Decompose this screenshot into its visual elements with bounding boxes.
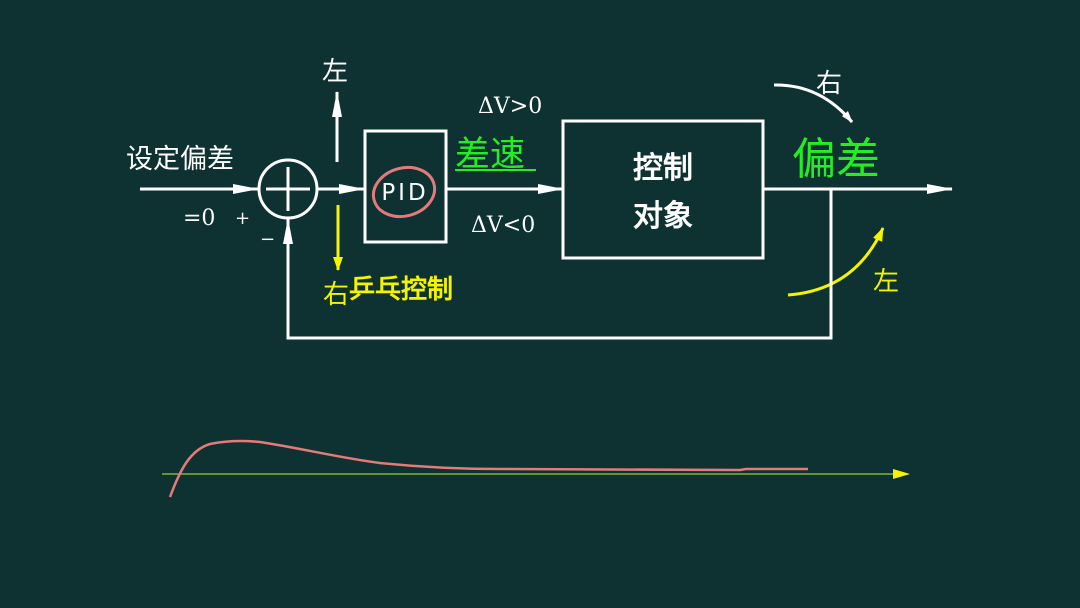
feedback-path bbox=[283, 189, 833, 340]
time-axis-arrowhead bbox=[893, 469, 910, 479]
right-label-bottom: 右 bbox=[323, 280, 349, 310]
dv-negative: ΔV<0 bbox=[471, 213, 535, 238]
response-curve bbox=[168, 439, 808, 498]
plus-sign: + bbox=[235, 208, 250, 229]
input-label: 设定偏差 bbox=[126, 144, 234, 175]
right-curve-arrow bbox=[773, 83, 854, 123]
left-label-top: 左 bbox=[322, 57, 348, 87]
left-curve-arrow bbox=[787, 227, 885, 297]
dv-positive: ΔV>0 bbox=[478, 94, 542, 119]
plant-block bbox=[561, 119, 765, 260]
output-left-label: 左 bbox=[873, 267, 899, 297]
input-value: =0 bbox=[183, 206, 215, 231]
pid-highlight-circle bbox=[371, 165, 437, 219]
output-right-label: 右 bbox=[816, 69, 842, 99]
pid-block bbox=[363, 129, 448, 244]
plant-label-line1: 控制 bbox=[633, 151, 693, 186]
output-label: 偏差 bbox=[792, 134, 880, 185]
summing-junction bbox=[257, 158, 319, 220]
pingpong-label: 乒乓控制 bbox=[349, 275, 453, 305]
diff-speed-label: 差速 bbox=[455, 135, 525, 175]
minus-sign: − bbox=[260, 229, 275, 250]
plant-label-line2: 对象 bbox=[633, 199, 693, 234]
pid-label: PID bbox=[381, 180, 428, 206]
